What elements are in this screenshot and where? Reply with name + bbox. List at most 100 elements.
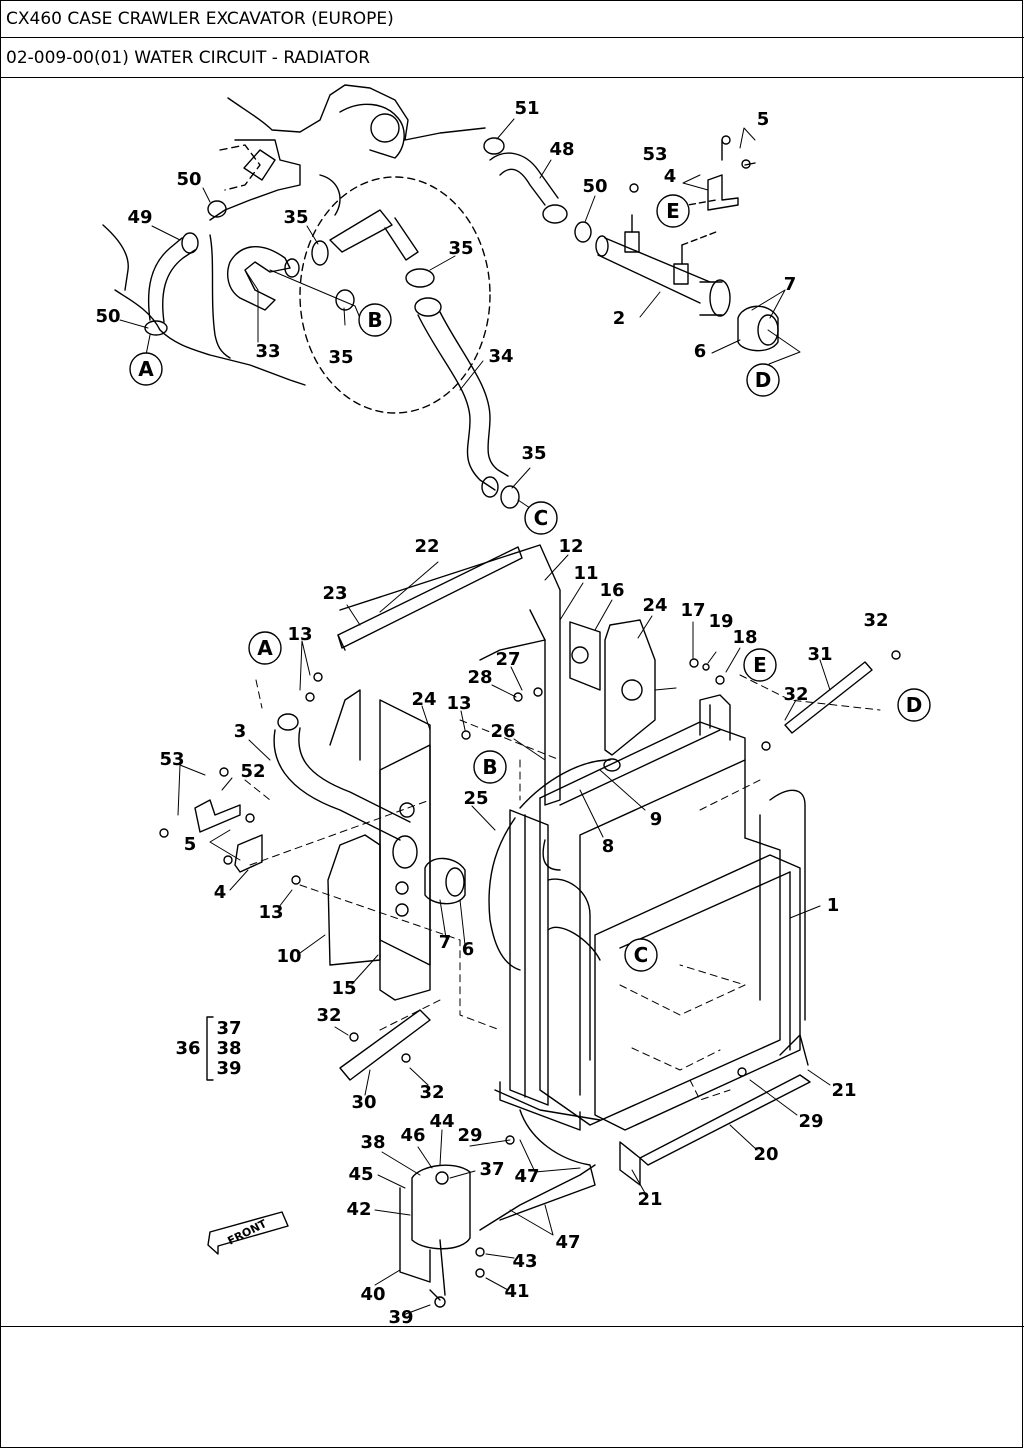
part-label: 41 — [504, 1281, 529, 1302]
part-label: 6 — [462, 939, 475, 960]
group-36-bracket — [206, 1016, 214, 1081]
hose-34 — [311, 209, 520, 509]
callout-b-top: B — [367, 308, 382, 332]
part-label: 13 — [446, 693, 471, 714]
part-label: 35 — [521, 443, 546, 464]
part-label: 11 — [573, 563, 598, 584]
footer-divider — [0, 1326, 1024, 1327]
part-label: 34 — [488, 346, 513, 367]
part-label: 35 — [328, 347, 353, 368]
part-label: 50 — [582, 176, 607, 197]
stay-30-31 — [339, 661, 873, 1081]
part-label: 37 — [479, 1159, 504, 1180]
part-label: 44 — [429, 1111, 454, 1132]
part-label: 24 — [642, 595, 667, 616]
bolts — [159, 135, 901, 1278]
part-label: 8 — [602, 836, 615, 857]
part-label: 31 — [807, 644, 832, 665]
part-label: 53 — [642, 144, 667, 165]
group-36-item: 37 — [216, 1018, 241, 1039]
part-label: 32 — [863, 610, 888, 631]
part-label: 26 — [490, 721, 515, 742]
callout-c-top: C — [534, 506, 549, 530]
callout-c-lower: C — [634, 943, 649, 967]
bracket-plates-24 — [379, 619, 656, 966]
leader-lines-lower — [177, 554, 831, 1316]
pipe-2 — [595, 199, 779, 352]
hose-49 — [144, 149, 276, 336]
part-label: 32 — [316, 1005, 341, 1026]
pipe-3 — [273, 713, 466, 905]
brackets-4-5 — [194, 799, 263, 873]
upper-tank — [699, 694, 731, 741]
part-label: 28 — [467, 667, 492, 688]
part-label: 49 — [127, 207, 152, 228]
callout-a-lower: A — [257, 636, 273, 660]
section-title: 02-009-00(01) WATER CIRCUIT - RADIATOR — [0, 38, 1024, 78]
part-label: 33 — [255, 341, 280, 362]
shroud-panel-11 — [329, 544, 561, 806]
callout-e-lower: E — [753, 653, 767, 677]
hose-48 — [483, 137, 592, 243]
callout-a-top: A — [138, 357, 154, 381]
part-label: 30 — [351, 1092, 376, 1113]
part-label: 43 — [512, 1251, 537, 1272]
reserve-tank — [399, 1109, 596, 1308]
part-label: 25 — [463, 788, 488, 809]
callout-e-top: E — [666, 199, 680, 223]
left-side-frame — [494, 809, 601, 1131]
group-36-item: 38 — [216, 1038, 241, 1059]
part-label: 18 — [732, 627, 757, 648]
part-label: 51 — [514, 98, 539, 119]
part-label: 47 — [555, 1232, 580, 1253]
part-label: 5 — [757, 109, 770, 130]
part-label: 24 — [411, 689, 436, 710]
assembly-lines-lower — [244, 674, 881, 1101]
part-label: 7 — [784, 274, 797, 295]
part-label: 2 — [613, 308, 626, 329]
leader-lines-top — [119, 118, 801, 509]
part-label: 35 — [283, 207, 308, 228]
part-label: 10 — [276, 946, 301, 967]
part-label: 4 — [664, 166, 677, 187]
part-label: 13 — [258, 902, 283, 923]
part-label: 7 — [439, 932, 452, 953]
cover-20-21 — [619, 1034, 811, 1186]
part-label: 23 — [322, 583, 347, 604]
part-label: 38 — [360, 1132, 385, 1153]
part-label: 53 — [159, 749, 184, 770]
part-label: 45 — [348, 1164, 373, 1185]
part-label: 9 — [650, 809, 663, 830]
part-label: 3 — [234, 721, 247, 742]
hoses-9-25 — [488, 758, 621, 971]
front-arrow — [207, 1211, 289, 1255]
part-label: 19 — [708, 611, 733, 632]
part-label: 15 — [331, 978, 356, 999]
part-label: 12 — [558, 536, 583, 557]
hose-33 — [227, 245, 300, 311]
part-label: 50 — [95, 306, 120, 327]
exploded-parts-diagram: A B C D E A B C D E 51 48 53 5 4 50 7 2 … — [95, 84, 931, 1326]
part-label: 47 — [514, 1166, 539, 1187]
part-label: 32 — [419, 1082, 444, 1103]
fan-shroud — [219, 144, 491, 414]
part-label: 50 — [176, 169, 201, 190]
callout-d-lower: D — [906, 693, 923, 717]
part-label: 6 — [694, 341, 707, 362]
part-label: 42 — [346, 1199, 371, 1220]
part-label: 27 — [495, 649, 520, 670]
group-36-label: 36 — [175, 1038, 200, 1059]
part-label: 1 — [827, 895, 840, 916]
part-label: 4 — [214, 882, 227, 903]
part-label: 5 — [184, 834, 197, 855]
part-label: 21 — [831, 1080, 856, 1101]
part-label: 17 — [680, 600, 705, 621]
engine-outline — [102, 84, 486, 386]
part-label: 21 — [637, 1189, 662, 1210]
part-label: 32 — [783, 684, 808, 705]
part-label: 29 — [457, 1125, 482, 1146]
callout-d-top: D — [755, 368, 772, 392]
part-label: 13 — [287, 624, 312, 645]
part-label: 20 — [753, 1144, 778, 1165]
radiator-core — [539, 721, 806, 1131]
